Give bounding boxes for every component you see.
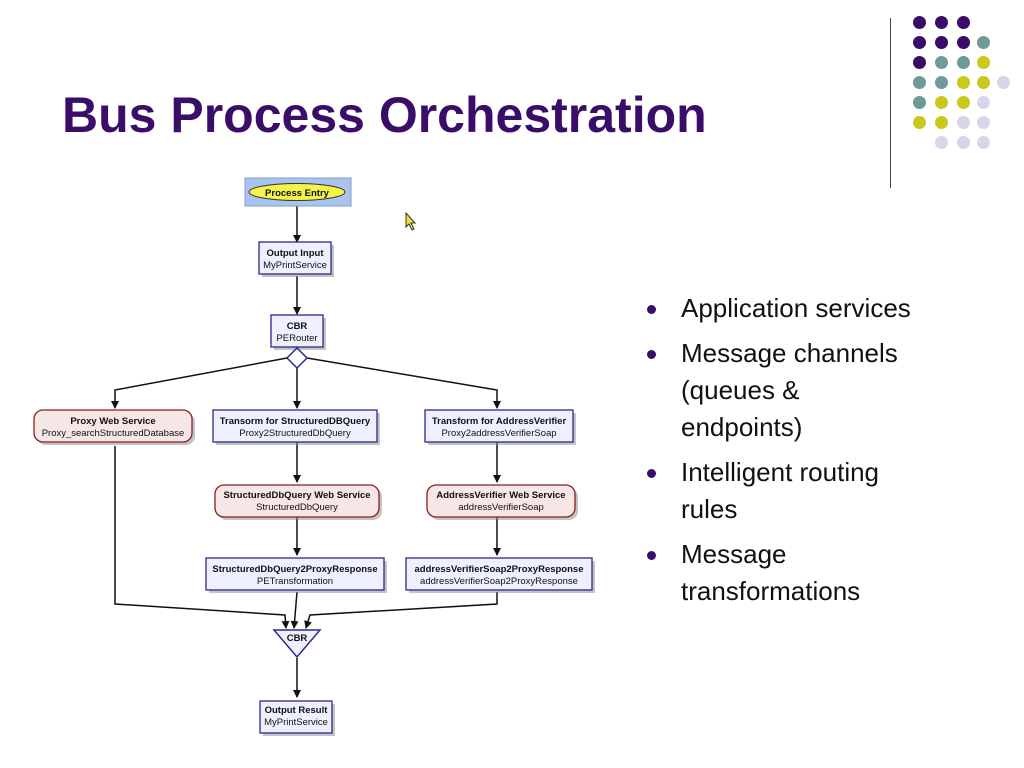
- proxy-web-service-sub: Proxy_searchStructuredDatabase: [42, 428, 185, 439]
- cbr-router-sub: PERouter: [276, 333, 317, 344]
- output-input-title: Output Input: [267, 248, 325, 259]
- output-result-title: Output Result: [265, 705, 329, 716]
- cbr-router-title: CBR: [287, 321, 308, 332]
- process-entry-label: Process Entry: [265, 188, 330, 199]
- address-response-node[interactable]: addressVerifierSoap2ProxyResponse addres…: [405, 557, 595, 593]
- transform-structured-node[interactable]: Transorm for StructuredDBQuery Proxy2Str…: [212, 409, 380, 445]
- bullet-text: Message channels(queues &endpoints): [681, 338, 898, 442]
- decorative-dot: [957, 16, 970, 29]
- bullet-item: Message channels(queues &endpoints): [645, 335, 985, 446]
- decorative-dot: [913, 96, 926, 109]
- bullet-item: Application services: [645, 290, 985, 327]
- address-web-service-node[interactable]: AddressVerifier Web Service addressVerif…: [426, 484, 578, 520]
- cbr-router-node[interactable]: CBR PERouter: [270, 314, 326, 350]
- address-response-sub: addressVerifierSoap2ProxyResponse: [420, 576, 578, 587]
- decorative-dot: [913, 56, 926, 69]
- address-web-service-title: AddressVerifier Web Service: [436, 490, 565, 501]
- decorative-dot: [935, 136, 948, 149]
- cbr-decision-diamond: [285, 346, 309, 370]
- decorative-dot: [977, 136, 990, 149]
- decorative-dot: [957, 136, 970, 149]
- structured-response-node[interactable]: StructuredDbQuery2ProxyResponse PETransf…: [205, 557, 387, 593]
- decorative-dot: [977, 36, 990, 49]
- address-response-title: addressVerifierSoap2ProxyResponse: [415, 564, 584, 575]
- bullet-text: Application services: [681, 293, 911, 323]
- structured-response-sub: PETransformation: [257, 576, 333, 587]
- proxy-web-service-node[interactable]: Proxy Web Service Proxy_searchStructured…: [33, 409, 195, 445]
- cbr-merge-label: CBR: [287, 633, 308, 644]
- process-entry-node[interactable]: Process Entry: [244, 177, 352, 207]
- decorative-dot: [977, 56, 990, 69]
- slide-title: Bus Process Orchestration: [62, 87, 707, 143]
- proxy-web-service-title: Proxy Web Service: [70, 416, 155, 427]
- decorative-dot: [913, 36, 926, 49]
- output-result-node[interactable]: Output Result MyPrintService: [259, 700, 335, 736]
- bullet-dot-icon: [647, 305, 656, 314]
- decorative-dot: [977, 116, 990, 129]
- output-result-sub: MyPrintService: [264, 717, 328, 728]
- output-input-node[interactable]: Output Input MyPrintService: [258, 241, 334, 277]
- decorative-dot: [957, 96, 970, 109]
- decorative-dot: [935, 96, 948, 109]
- bullet-dot-icon: [647, 469, 656, 478]
- address-web-service-sub: addressVerifierSoap: [458, 502, 544, 513]
- mouse-cursor-icon: [405, 212, 417, 231]
- decorative-dot: [913, 16, 926, 29]
- decorative-dot: [935, 76, 948, 89]
- decorative-dot: [997, 76, 1010, 89]
- decorative-dot: [977, 76, 990, 89]
- bullet-dot-icon: [647, 551, 656, 560]
- output-input-sub: MyPrintService: [263, 260, 327, 271]
- title-divider: [890, 18, 891, 188]
- structured-web-service-sub: StructuredDbQuery: [256, 502, 338, 513]
- structured-web-service-node[interactable]: StructuredDbQuery Web Service Structured…: [214, 484, 382, 520]
- decorative-dot: [957, 76, 970, 89]
- decorative-dot: [913, 116, 926, 129]
- structured-response-title: StructuredDbQuery2ProxyResponse: [212, 564, 377, 575]
- decorative-dot: [935, 16, 948, 29]
- decorative-dot: [913, 76, 926, 89]
- transform-address-title: Transform for AddressVerifier: [432, 416, 567, 427]
- decorative-dot: [957, 56, 970, 69]
- decorative-dot: [935, 36, 948, 49]
- transform-address-sub: Proxy2addressVerifierSoap: [441, 428, 556, 439]
- cbr-merge-node[interactable]: CBR: [272, 629, 322, 659]
- decorative-dot: [977, 96, 990, 109]
- decorative-dot: [957, 116, 970, 129]
- structured-web-service-title: StructuredDbQuery Web Service: [223, 490, 370, 501]
- decorative-dot: [957, 36, 970, 49]
- transform-structured-title: Transorm for StructuredDBQuery: [220, 416, 371, 427]
- decorative-dot: [935, 56, 948, 69]
- flow-connectors: [111, 205, 501, 698]
- bullet-dot-icon: [647, 350, 656, 359]
- transform-structured-sub: Proxy2StructuredDbQuery: [239, 428, 351, 439]
- decorative-dot: [935, 116, 948, 129]
- transform-address-node[interactable]: Transform for AddressVerifier Proxy2addr…: [424, 409, 576, 445]
